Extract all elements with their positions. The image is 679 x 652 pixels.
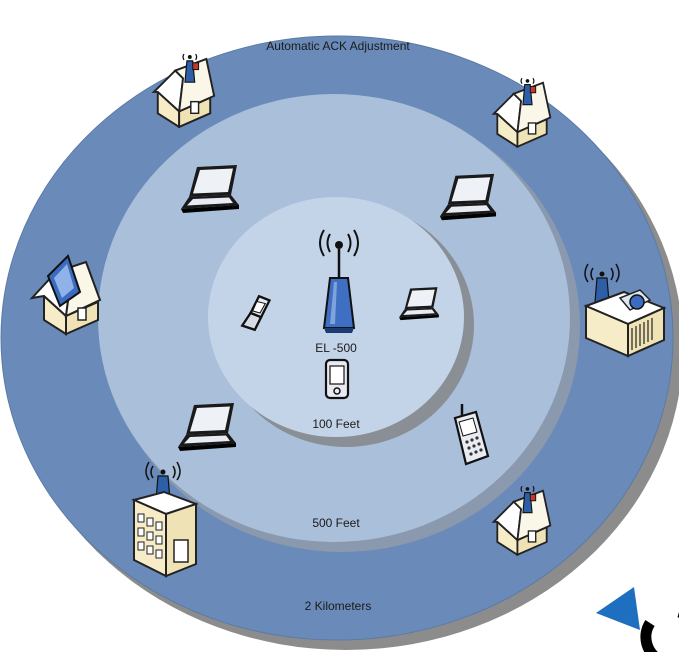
inner-ring-label: 100 Feet	[312, 417, 360, 431]
house-satellite-icon	[29, 254, 102, 336]
cellphone-icon	[453, 404, 490, 466]
wireless-ap-icon	[319, 229, 359, 333]
pda-icon	[324, 358, 350, 400]
office-building-icon	[130, 461, 199, 578]
outer-ring-label: 2 Kilometers	[305, 599, 372, 613]
diagram-title: Automatic ACK Adjustment	[266, 39, 410, 53]
middle-ring-label: 500 Feet	[312, 516, 360, 530]
logo-icon	[596, 587, 679, 652]
house-antenna-icon	[152, 53, 216, 128]
industrial-facility-icon	[583, 263, 667, 358]
device-label: EL -500	[315, 341, 357, 355]
